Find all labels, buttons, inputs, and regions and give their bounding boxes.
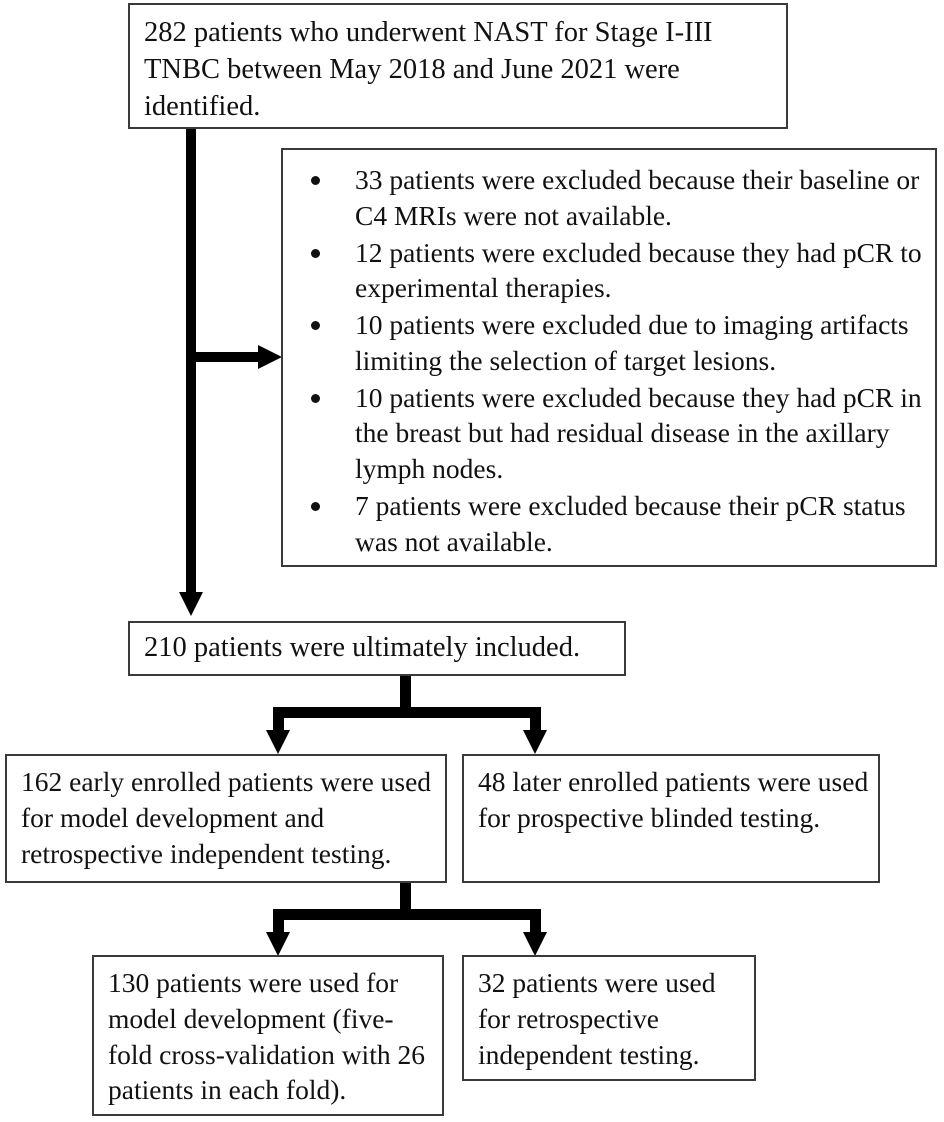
node-identified-text: 282 patients who underwent NAST for Stag… (144, 17, 713, 123)
connector-fork2-bar (273, 909, 541, 920)
connector-fork1-stem (400, 676, 411, 712)
exclusion-list: 33 patients were excluded because their … (293, 162, 925, 559)
bullet-icon (311, 502, 320, 512)
node-early-text: 162 early enrolled patients were used fo… (21, 766, 432, 869)
node-identified-cohort: 282 patients who underwent NAST for Stag… (128, 3, 788, 129)
bullet-icon (311, 248, 320, 258)
exclusion-text: 12 patients were excluded because they h… (355, 236, 922, 304)
node-later-enrolled: 48 later enrolled patients were used for… (462, 754, 880, 883)
connector-fork1-right-leg (530, 707, 541, 735)
node-included-cohort: 210 patients were ultimately included. (128, 621, 626, 676)
list-item: 33 patients were excluded because their … (293, 162, 925, 234)
arrowhead-right-icon (258, 345, 282, 369)
arrowhead-down-icon (523, 932, 547, 956)
bullet-icon (311, 176, 320, 186)
arrowhead-down-icon (266, 932, 290, 956)
node-later-text: 48 later enrolled patients were used for… (478, 766, 869, 833)
connector-fork2-left-leg (273, 909, 284, 937)
node-development-text: 130 patients were used for model develop… (108, 967, 425, 1106)
bullet-icon (311, 321, 320, 331)
exclusion-text: 10 patients were excluded due to imaging… (355, 309, 909, 376)
connector-fork1-left-leg (273, 707, 284, 735)
node-independent-testing: 32 patients were used for retrospective … (462, 955, 756, 1081)
connector-fork2-stem (400, 883, 411, 919)
bullet-icon (311, 393, 320, 403)
list-item: 7 patients were excluded because their p… (293, 488, 925, 560)
node-independent-testing-text: 32 patients were used for retrospective … (478, 967, 716, 1070)
list-item: 10 patients were excluded due to imaging… (293, 307, 925, 379)
list-item: 10 patients were excluded because they h… (293, 380, 925, 487)
node-early-enrolled: 162 early enrolled patients were used fo… (5, 754, 447, 883)
list-item: 12 patients were excluded because they h… (293, 235, 925, 307)
connector-fork1-bar (273, 707, 541, 718)
connector-main-trunk (186, 129, 196, 596)
node-exclusion-criteria: 33 patients were excluded because their … (281, 148, 937, 567)
node-included-text: 210 patients were ultimately included. (144, 632, 581, 663)
arrowhead-down-icon (523, 730, 547, 754)
connector-fork2-right-leg (530, 909, 541, 937)
exclusion-text: 7 patients were excluded because their p… (355, 489, 906, 557)
exclusion-text: 33 patients were excluded because their … (355, 164, 920, 231)
exclusion-text: 10 patients were excluded because they h… (355, 381, 922, 485)
connector-exclusion-branch (186, 352, 264, 362)
arrowhead-down-icon (179, 592, 203, 616)
arrowhead-down-icon (266, 730, 290, 754)
node-model-development: 130 patients were used for model develop… (92, 955, 444, 1116)
